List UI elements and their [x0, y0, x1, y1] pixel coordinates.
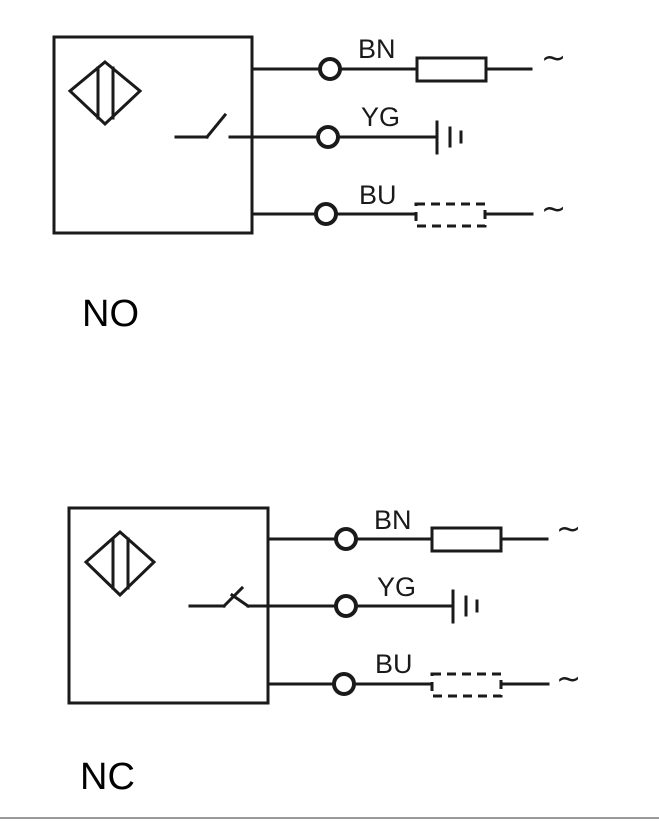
ac-supply-symbol: ~	[541, 192, 566, 227]
normally-open-switch-icon	[174, 112, 254, 140]
diagram-no: BN ~ YG BU ~ NO	[52, 34, 566, 335]
ground-icon	[451, 589, 479, 624]
sensor-body	[52, 35, 254, 235]
wire-label-bu: BU	[375, 649, 413, 679]
load-resistor-icon	[415, 56, 488, 83]
wire-bu: BU ~	[250, 180, 566, 228]
wire-label-yg: YG	[361, 102, 400, 132]
wire-label-bn: BN	[358, 34, 396, 64]
wire-bu: BU ~	[266, 649, 581, 698]
ac-supply-symbol: ~	[556, 662, 581, 697]
mode-label-nc: NC	[80, 756, 135, 798]
sensor-body	[67, 506, 270, 705]
optional-load-icon	[430, 672, 503, 698]
terminal-bu	[314, 202, 338, 226]
optional-load-icon	[414, 202, 487, 228]
ac-supply-symbol: ~	[541, 41, 566, 76]
terminal-bu	[332, 672, 356, 696]
wire-yg: YG	[266, 572, 479, 624]
wire-label-bn: BN	[374, 505, 412, 535]
wire-bn: BN ~	[266, 505, 581, 553]
diagram-nc: BN ~ YG BU ~ NC	[67, 505, 581, 798]
load-resistor-icon	[430, 526, 503, 553]
ground-icon	[435, 120, 463, 155]
terminal-yg	[334, 594, 358, 618]
wire-label-bu: BU	[359, 180, 397, 210]
wire-label-yg: YG	[377, 572, 416, 602]
terminal-bn	[334, 527, 358, 551]
proximity-sensor-icon	[67, 60, 143, 127]
normally-closed-switch-icon	[188, 585, 270, 609]
mode-label-no: NO	[82, 293, 139, 335]
wire-yg: YG	[250, 102, 463, 155]
terminal-bn	[318, 57, 342, 81]
proximity-sensor-icon	[83, 529, 157, 598]
ac-supply-symbol: ~	[556, 512, 581, 547]
terminal-yg	[316, 125, 340, 149]
wire-bn: BN ~	[250, 34, 566, 83]
